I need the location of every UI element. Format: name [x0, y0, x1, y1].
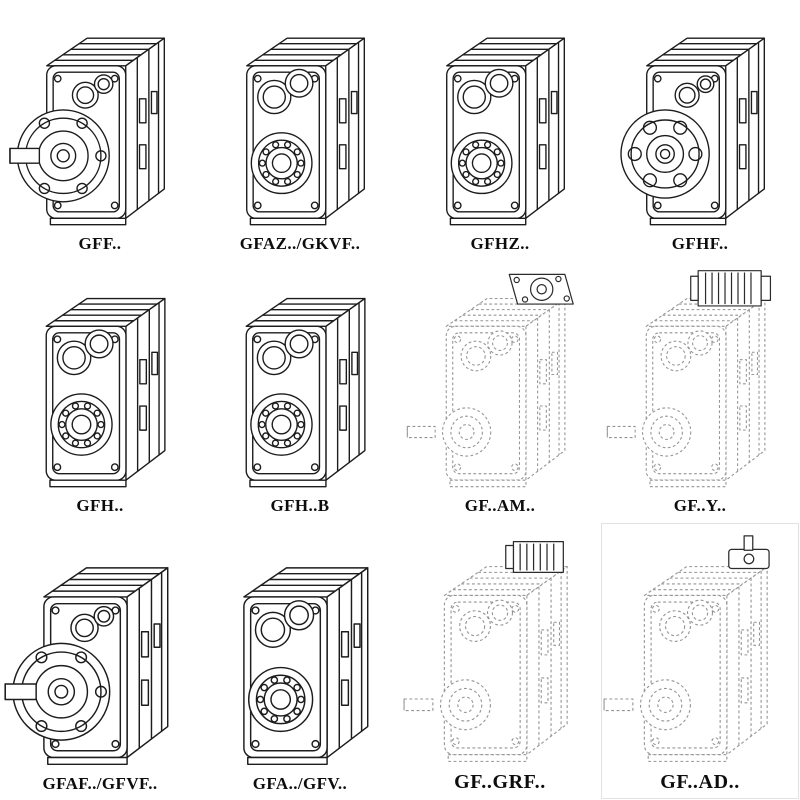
- gearbox-cell-gff: GFF..: [0, 0, 200, 260]
- gearbox-cell-gfaz-gkvf: GFAZ../GKVF..: [200, 0, 400, 260]
- model-label: GF..GRF..: [454, 771, 546, 793]
- gearbox-cell-gfhf: GFHF..: [600, 0, 800, 260]
- finned-adapter-block: [505, 541, 564, 573]
- gearbox-drawing-hollow: [446, 37, 565, 226]
- gearbox-drawing-flange-shaft: [9, 37, 165, 226]
- gearbox-cell-gfaf-gfvf: GFAF../GFVF..: [0, 522, 200, 800]
- gearbox-cell-gf-am: GF..AM..: [400, 260, 600, 522]
- gearbox-drawing-hollow: [243, 567, 369, 766]
- gearbox-drawing-flange-hollow: [620, 37, 765, 226]
- gearbox-drawing-hollow: [246, 37, 365, 226]
- gearbox-drawing-input-flange: [406, 273, 574, 488]
- input-flange-adapter: [508, 273, 574, 305]
- gearbox-drawing-hollow: [45, 297, 166, 488]
- model-label: GFH..B: [270, 496, 330, 515]
- model-label: GFF..: [78, 234, 122, 253]
- model-label: GF..Y..: [673, 496, 727, 515]
- gearbox-cell-gfhz: GFHZ..: [400, 0, 600, 260]
- gearbox-drawing-motor-mounted: [606, 270, 772, 488]
- gearbox-drawing-finned-adapter: [403, 541, 568, 762]
- model-label: GFAZ../GKVF..: [239, 234, 361, 253]
- gearbox-cell-gf-ad: GF..AD..: [600, 522, 800, 800]
- gearbox-drawing-hollow-base: [245, 297, 366, 488]
- gearbox-cell-gfh: GFH..: [0, 260, 200, 522]
- gearbox-cell-gf-y: GF..Y..: [600, 260, 800, 522]
- model-label: GFHZ..: [470, 234, 530, 253]
- model-label: GFAF../GFVF..: [42, 774, 158, 793]
- gearbox-cell-gfa-gfv: GFA../GFV..: [200, 522, 400, 800]
- gearbox-drawing-input-shaft-adapter: [603, 535, 770, 762]
- model-label: GF..AM..: [464, 496, 536, 515]
- model-label: GF..AD..: [660, 771, 740, 793]
- gearbox-cell-gfh-b: GFH..B: [200, 260, 400, 522]
- motor-block: [690, 270, 772, 307]
- model-label: GFHF..: [671, 234, 729, 253]
- gearbox-cell-gf-grf: GF..GRF..: [400, 522, 600, 800]
- gearbox-drawing-flange-shaft: [4, 567, 169, 766]
- model-label: GFA../GFV..: [252, 774, 348, 793]
- model-label: GFH..: [76, 496, 124, 515]
- input-shaft-adapter: [728, 535, 770, 570]
